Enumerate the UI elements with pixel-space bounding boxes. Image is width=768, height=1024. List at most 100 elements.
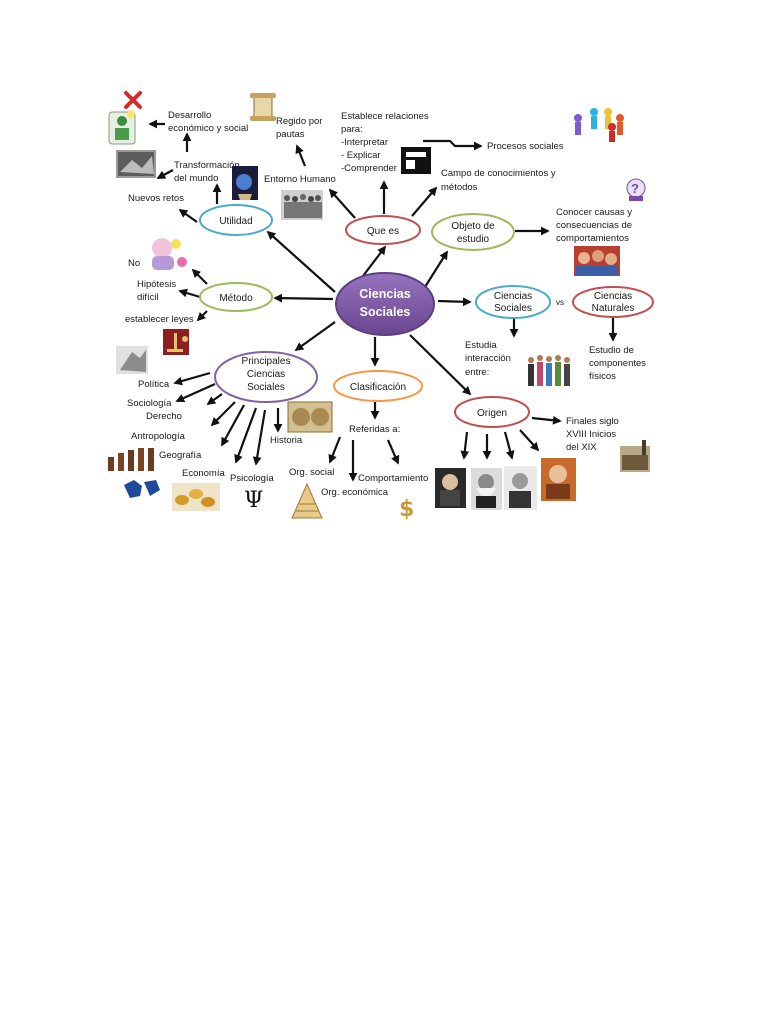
node-principales-line3: Sociales [247,382,285,393]
arrow-metodo-to-no [191,268,208,285]
old-world-map-icon [287,401,333,433]
label-geografia: Geografía [159,450,202,461]
social-pyramid-icon [291,482,323,519]
label-estudio-line1: Estudio de [589,345,634,356]
arrow-transformacion-to-image [156,169,174,179]
thinking-person-icon [108,110,136,145]
arrow-principales-to-psicologia [252,409,267,466]
node-origen[interactable]: Origen [454,396,530,428]
label-estudio-line3: físicos [589,371,616,382]
node-principales-line2: Ciencias [247,369,285,380]
arrow-que-es-to-campo [411,186,438,217]
node-principales-ciencias-sociales[interactable]: Principales Ciencias Sociales [214,351,318,403]
info-card-icon [401,147,431,174]
label-establece-line3: -Interpretar [341,137,388,148]
illustrations: ? [108,91,650,522]
arrow-center-to-objeto [424,250,448,288]
question-person-icon: ? [626,178,646,201]
label-comportamiento: Comportamiento [358,473,428,484]
arrow-entorno-to-regido [295,144,307,167]
label-historia: Historia [270,435,303,446]
arrow-center-to-origen [409,334,472,396]
label-org-economica: Org. económica [321,487,389,498]
arrow-center-to-utilidad [266,230,336,293]
node-objeto-de-estudio[interactable]: Objeto de estudio [431,213,515,251]
evolution-icon [108,448,154,471]
label-psicologia: Psicología [230,473,275,484]
node-metodo[interactable]: Método [199,282,273,312]
red-x-icon [124,91,142,109]
arrow-center-to-que-es [359,245,387,281]
node-origen-label: Origen [477,408,507,419]
arrows [148,119,618,482]
label-establece-line1: Establece relaciones [341,111,429,122]
arrow-que-es-to-entorno [328,188,356,219]
node-clasificacion[interactable]: Clasificación [333,370,423,402]
portrait-2-icon [471,468,502,510]
label-finales-line3: del XIX [566,442,597,453]
node-ciencias-sociales[interactable]: Ciencias Sociales [475,285,551,319]
label-desarrollo-line2: económico y social [168,123,248,134]
node-ciencias-naturales-line2: Naturales [592,303,635,314]
label-procesos-sociales: Procesos sociales [487,141,564,152]
label-antropologia: Antropología [131,431,186,442]
node-ciencias-naturales[interactable]: Ciencias Naturales [572,286,654,318]
coins-icon [172,483,220,511]
portrait-4-icon [541,458,576,501]
center-node[interactable]: Ciencias Sociales [335,272,435,336]
label-entorno-humano: Entorno Humano [264,174,336,185]
label-conocer-line3: comportamientos [556,233,629,244]
label-desarrollo-line1: Desarrollo [168,110,211,121]
label-establece-line2: para: [341,124,363,135]
center-label-line1: Ciencias [359,287,410,301]
label-transformacion-line1: Transformación [174,160,240,171]
arrow-principales-to-antropologia [210,401,236,427]
label-conocer-line2: consecuencias de [556,220,632,231]
justice-scale-icon [163,329,189,355]
node-ciencias-naturales-line1: Ciencias [594,291,632,302]
label-establece-line5: -Comprender [341,163,397,174]
label-regido-line1: Regido por [276,116,322,127]
node-ciencias-sociales-line1: Ciencias [494,291,532,302]
node-que-es[interactable]: Que es [345,215,421,245]
label-conocer-line1: Conocer causas y [556,207,632,218]
labels: Desarrollo económico y social Transforma… [125,110,646,498]
arrow-principales-to-sociologia [175,382,216,403]
arrow-referidas-to-org-social [328,436,342,464]
group-of-people-icon [528,355,570,386]
label-finales-line2: XVIII Inicios [566,429,616,440]
hands-photo-icon [116,346,148,374]
node-objeto-label-line1: Objeto de [451,221,495,232]
label-referidas: Referidas a: [349,424,400,435]
portrait-1-icon [435,468,466,508]
label-sociologia: Sociología [127,398,172,409]
label-hipotesis-line1: Hipótesis [137,279,176,290]
crowd-icon [281,190,323,220]
label-estudia-line1: Estudia [465,340,497,351]
label-politica: Política [138,379,170,390]
arrow-principales-to-politica [173,371,211,386]
old-photo-icon [116,150,156,178]
portrait-3-icon [504,466,537,510]
label-estudio-line2: componentes [589,358,646,369]
node-utilidad[interactable]: Utilidad [199,204,273,236]
label-no: No [128,258,140,269]
cartoon-thinker-icon [152,238,187,270]
label-economia: Economía [182,468,225,479]
arrow-origen-to-portrait-1 [460,431,470,460]
node-metodo-label: Método [219,293,253,304]
arrow-center-to-metodo [273,293,334,303]
arrow-origen-to-portrait-4 [519,429,540,452]
globe-photo-icon [232,166,258,200]
arrow-origen-to-portrait-3 [503,431,515,460]
world-map-icon [124,480,160,498]
label-derecho: Derecho [146,411,182,422]
arrow-principales-to-geografia [221,404,245,447]
arrow-metodo-to-leyes [196,310,208,322]
label-establecer-leyes: establecer leyes [125,314,194,325]
label-finales-line1: Finales siglo [566,416,619,427]
arrow-utilidad-to-nuevos-retos [178,208,198,223]
label-establece-line4: - Explicar [341,150,381,161]
arrow-metodo-to-hipotesis [178,288,201,299]
